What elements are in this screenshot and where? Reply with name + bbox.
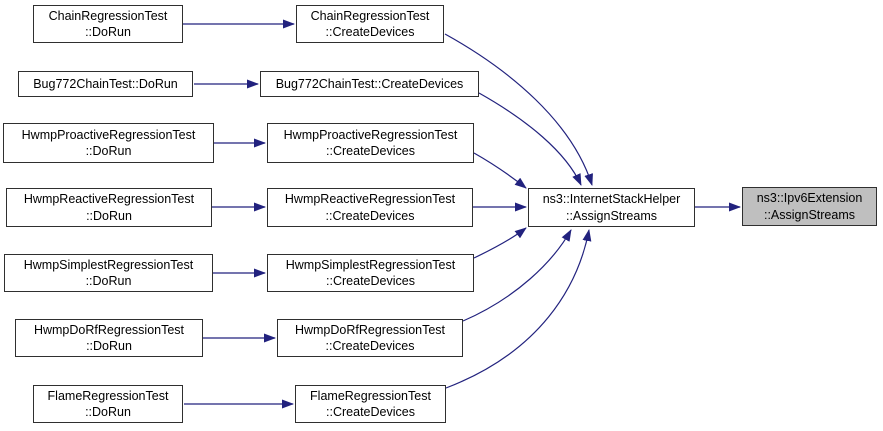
node-hwmp-reactive-regression-test-dorun[interactable]: HwmpReactiveRegressionTest ::DoRun xyxy=(6,188,212,227)
node-label: Bug772ChainTest::DoRun xyxy=(33,76,178,91)
edge-bug772-createdevices-to-assignstreams xyxy=(478,92,582,186)
edge-hwmpproactive-createdevices-to-assignstreams xyxy=(473,152,527,189)
node-label: ns3::Ipv6Extension xyxy=(756,191,863,206)
node-flame-regression-test-createdevices[interactable]: FlameRegressionTest ::CreateDevices xyxy=(295,385,446,423)
node-label: ::DoRun xyxy=(85,405,131,419)
node-label: HwmpProactiveRegressionTest xyxy=(283,127,458,142)
node-label: HwmpSimplestRegressionTest xyxy=(285,257,456,272)
node-label: ::CreateDevices xyxy=(325,25,415,39)
edge-hwmpdorf-createdevices-to-assignstreams xyxy=(462,229,572,322)
node-internet-stack-helper-assignstreams[interactable]: ns3::InternetStackHelper ::AssignStreams xyxy=(528,188,695,227)
node-bug772-chain-test-createdevices[interactable]: Bug772ChainTest::CreateDevices xyxy=(260,71,479,97)
edge-hwmpsimplest-createdevices-to-assignstreams xyxy=(473,227,527,259)
node-label: ::DoRun xyxy=(85,274,132,288)
node-hwmp-proactive-regression-test-createdevices[interactable]: HwmpProactiveRegressionTest ::CreateDevi… xyxy=(267,123,474,163)
node-ipv6-extension-assignstreams: ns3::Ipv6Extension ::AssignStreams xyxy=(742,187,877,226)
node-label: ChainRegressionTest xyxy=(48,8,168,23)
edge-flame-createdevices-to-assignstreams xyxy=(445,229,592,389)
node-label: ::DoRun xyxy=(86,339,132,353)
node-label: ::CreateDevices xyxy=(326,405,415,419)
node-hwmp-reactive-regression-test-createdevices[interactable]: HwmpReactiveRegressionTest ::CreateDevic… xyxy=(267,188,473,227)
node-label: ns3::InternetStackHelper xyxy=(542,192,681,207)
node-label: HwmpProactiveRegressionTest xyxy=(21,127,196,142)
node-label: ::CreateDevices xyxy=(325,208,415,223)
node-hwmp-proactive-regression-test-dorun[interactable]: HwmpProactiveRegressionTest ::DoRun xyxy=(3,123,214,163)
node-label: HwmpSimplestRegressionTest xyxy=(23,257,194,272)
node-label: ::DoRun xyxy=(86,208,132,223)
node-bug772-chain-test-dorun[interactable]: Bug772ChainTest::DoRun xyxy=(18,71,193,97)
node-label: ::DoRun xyxy=(85,144,132,158)
node-flame-regression-test-dorun[interactable]: FlameRegressionTest ::DoRun xyxy=(33,385,183,423)
node-label: HwmpDoRfRegressionTest xyxy=(33,322,185,337)
node-label: ::CreateDevices xyxy=(325,339,415,353)
node-label: ::CreateDevices xyxy=(326,144,415,158)
node-label: Bug772ChainTest::CreateDevices xyxy=(275,76,464,91)
node-hwmp-simplest-regression-test-dorun[interactable]: HwmpSimplestRegressionTest ::DoRun xyxy=(4,254,213,292)
node-hwmp-simplest-regression-test-createdevices[interactable]: HwmpSimplestRegressionTest ::CreateDevic… xyxy=(267,254,474,292)
node-label: ::CreateDevices xyxy=(326,274,415,288)
node-hwmp-dorf-regression-test-dorun[interactable]: HwmpDoRfRegressionTest ::DoRun xyxy=(15,319,203,357)
node-hwmp-dorf-regression-test-createdevices[interactable]: HwmpDoRfRegressionTest ::CreateDevices xyxy=(277,319,463,357)
node-label: ChainRegressionTest xyxy=(310,8,430,23)
node-label: FlameRegressionTest xyxy=(47,388,169,403)
node-label: ::AssignStreams xyxy=(565,208,657,223)
node-label: FlameRegressionTest xyxy=(310,388,431,403)
node-label: ::AssignStreams xyxy=(763,207,855,222)
node-chain-regression-test-createdevices[interactable]: ChainRegressionTest ::CreateDevices xyxy=(296,5,444,43)
edge-chain-createdevices-to-assignstreams xyxy=(444,33,593,186)
node-label: HwmpDoRfRegressionTest xyxy=(294,322,446,337)
node-chain-regression-test-dorun[interactable]: ChainRegressionTest ::DoRun xyxy=(33,5,183,43)
node-label: HwmpReactiveRegressionTest xyxy=(23,192,195,207)
node-label: ::DoRun xyxy=(85,25,131,39)
node-label: HwmpReactiveRegressionTest xyxy=(284,192,456,207)
